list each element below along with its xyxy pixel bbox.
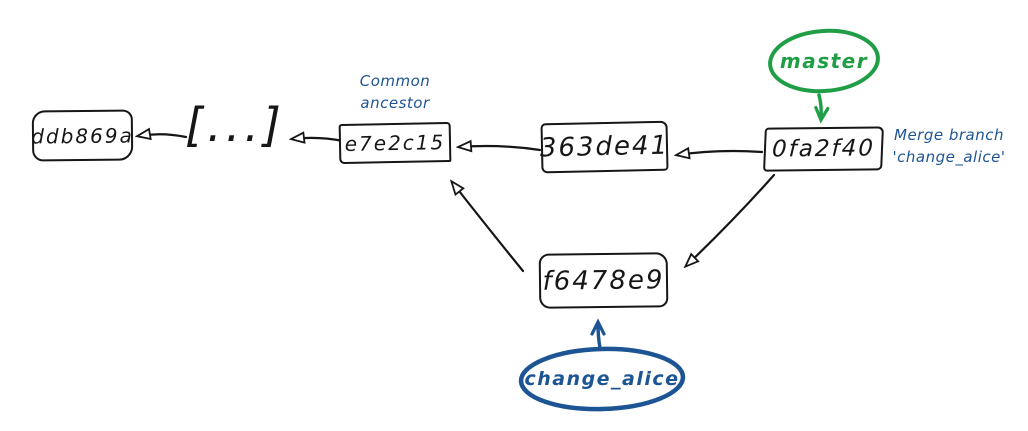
merge-note-line1: Merge branch — [894, 126, 1004, 144]
commit-hash: f6478e9 — [542, 264, 665, 297]
edge-change-alice-to-f6478e9 — [590, 318, 606, 350]
commit-hash: e7e2c15 — [344, 130, 446, 156]
merge-branch-note: Merge branch 'change_alice' — [888, 124, 1010, 168]
commit-hash: 363de41 — [539, 130, 670, 164]
common-ancestor-line2: ancestor — [360, 94, 430, 112]
elided-commits-node: [...] — [182, 94, 288, 164]
commit-node-363de41: 363de41 — [539, 120, 670, 174]
commit-hash: ddb869a — [31, 122, 134, 149]
master-branch-label: master — [772, 33, 876, 89]
merge-note-line2: 'change_alice' — [892, 148, 1006, 166]
edge-master-to-0fa2f40 — [814, 93, 830, 124]
edge-ellipsis-to-ddb869a — [138, 134, 188, 137]
commit-node-0fa2f40: 0fa2f40 — [763, 126, 884, 172]
edge-f6478e9-to-e7e2c15 — [452, 182, 525, 273]
common-ancestor-line1: Common — [359, 72, 431, 90]
edge-0fa2f40-to-f6478e9 — [686, 173, 776, 266]
common-ancestor-note: Common ancestor — [335, 70, 455, 114]
branch-name: master — [779, 49, 869, 73]
edge-363de41-to-e7e2c15 — [459, 146, 542, 150]
commit-node-e7e2c15: e7e2c15 — [338, 121, 452, 165]
commit-node-f6478e9: f6478e9 — [538, 252, 669, 309]
ellipsis-label: [...] — [185, 98, 285, 152]
commit-node-ddb869a: ddb869a — [31, 109, 134, 162]
change-alice-branch-label: change_alice — [522, 351, 682, 407]
commit-hash: 0fa2f40 — [771, 135, 876, 163]
edge-e7e2c15-to-ellipsis — [292, 138, 345, 141]
branch-name: change_alice — [524, 368, 680, 390]
edge-0fa2f40-to-363de41 — [677, 151, 764, 155]
